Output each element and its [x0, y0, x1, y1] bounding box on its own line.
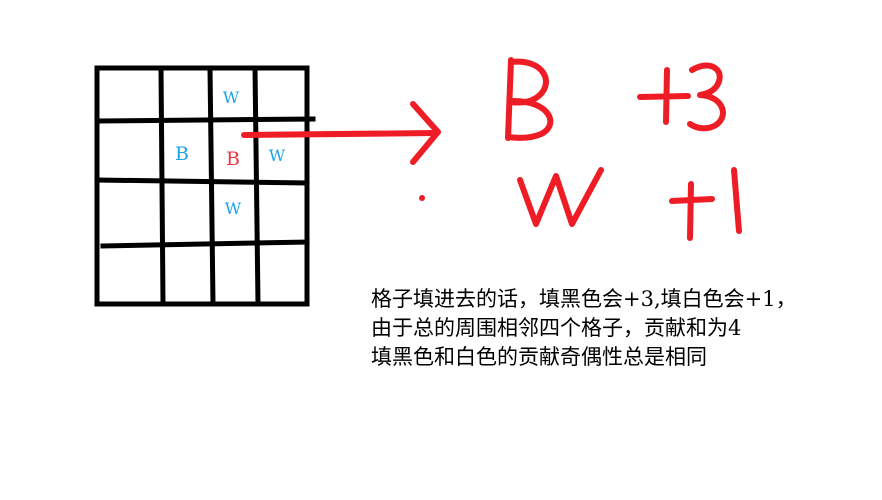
- grid-line-v1: [158, 65, 166, 307]
- grid-line-h1: [94, 116, 316, 124]
- hand-value-plus-3-text: +3: [0, 0, 2, 1]
- cell-letter: W: [225, 199, 242, 218]
- hand-value-plus-3: +3: [0, 0, 726, 132]
- hand-value-plus-1-text: +1: [0, 0, 2, 1]
- grid-cells: W B B W W: [175, 88, 286, 218]
- arrow: [241, 101, 441, 165]
- explanation-line-1: 格子填进去的话，填黑色会+3,填白色会+1，: [371, 287, 797, 311]
- explanation-line-2: 由于总的周围相邻四个格子，贡献和为4: [371, 316, 742, 340]
- hand-value-plus-1: +1: [0, 0, 742, 241]
- grid-line-h3: [100, 239, 310, 249]
- annotation-line: B +3: [0, 0, 726, 141]
- cell-letter: W: [269, 146, 286, 165]
- explanation-text: 格子填进去的话，填黑色会+3,填白色会+1， 由于总的周围相邻四个格子，贡献和为…: [371, 285, 882, 372]
- grid-line-v2: [207, 65, 216, 307]
- cell-letter: B: [175, 143, 189, 165]
- cell-letter: W: [223, 88, 240, 107]
- hand-letter-b: B: [0, 0, 554, 141]
- grid-line-v3: [252, 65, 261, 307]
- grid: [94, 65, 316, 307]
- cell-letter: B: [226, 148, 240, 170]
- hand-letter-b-text: B: [0, 0, 1, 1]
- hand-letter-w-text: W: [0, 0, 1, 1]
- annotation-line: W +1: [0, 0, 742, 241]
- grid-line-h2: [94, 177, 310, 186]
- annotation: B +3 W +1: [0, 0, 742, 241]
- explanation-line-3: 填黑色和白色的贡献奇偶性总是相同: [371, 345, 707, 369]
- hand-letter-w: W: [0, 0, 604, 227]
- stray-dot: [419, 195, 425, 201]
- arrow-head: [410, 101, 441, 165]
- arrow-shaft: [241, 130, 439, 138]
